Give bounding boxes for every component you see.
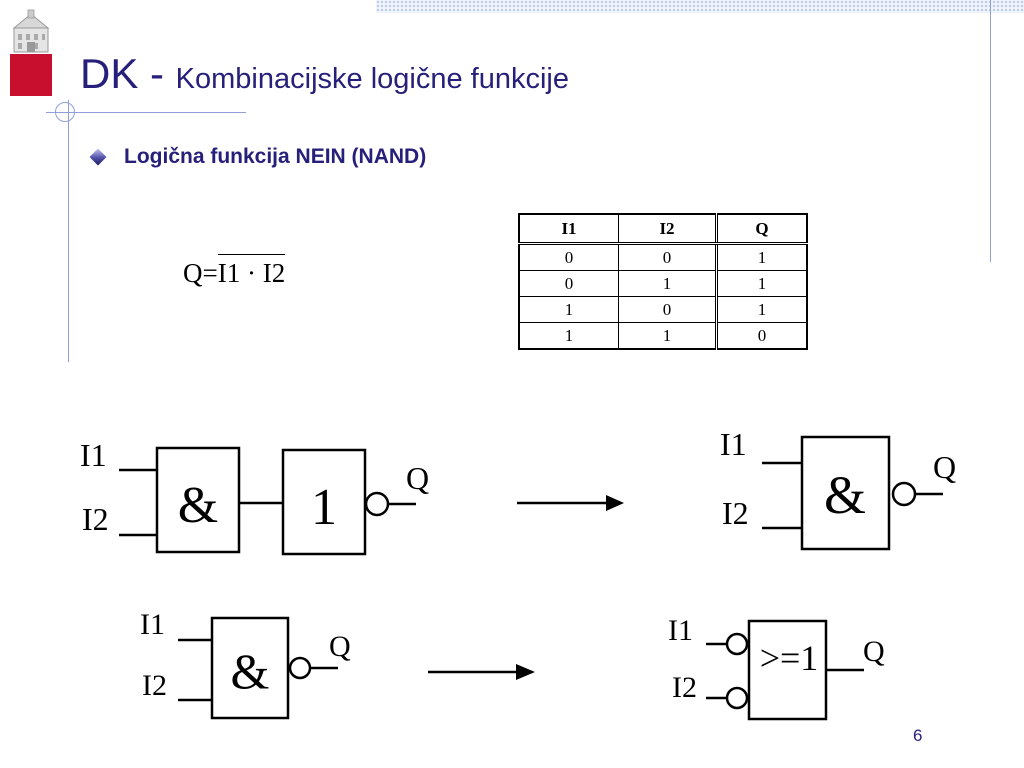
label-i2: I2	[672, 671, 697, 704]
title-main: DK -	[80, 50, 176, 97]
gate-not-symbol: 1	[311, 479, 337, 536]
page-number: 6	[913, 726, 923, 745]
slide-title: DK - Kombinacijske logične funkcije	[80, 50, 569, 98]
formula-eq: =	[202, 258, 218, 288]
table-header-row: I1 I2 Q	[518, 213, 808, 245]
label-q: Q	[933, 449, 956, 485]
decor-line-horizontal	[46, 112, 246, 113]
header-pattern-band	[376, 0, 1024, 13]
decor-line-left	[68, 100, 69, 362]
table-cell: 0	[618, 296, 717, 323]
diagram-nand-small: I1 I2 & Q	[140, 608, 351, 720]
label-q: Q	[329, 630, 351, 663]
bullet-text: Logična funkcija NEIN (NAND)	[124, 145, 427, 168]
table-cell: 0	[618, 243, 717, 271]
arrow-icon	[428, 664, 535, 680]
table-cell: 1	[715, 296, 808, 323]
title-sub: Kombinacijske logične funkcije	[175, 63, 569, 95]
inversion-bubble-i2	[725, 686, 749, 710]
table-row: 0 1 1	[518, 270, 808, 297]
gate-or-symbol: >=1	[760, 638, 819, 678]
decor-line-right	[990, 0, 991, 262]
label-i1: I1	[80, 437, 107, 473]
diagram-nand: I1 I2 & Q	[720, 426, 956, 551]
inversion-bubble	[364, 491, 390, 517]
label-i2: I2	[142, 669, 167, 702]
arrow-icon	[517, 495, 624, 511]
diagram-or-inverted-inputs: I1 I2 >=1 Q	[668, 614, 885, 721]
table-row: 1 1 0	[518, 322, 808, 350]
table-header: I1	[518, 213, 619, 245]
formula-rhs: I1 · I2	[217, 254, 286, 288]
table-cell: 1	[618, 322, 717, 350]
table-cell: 1	[715, 270, 808, 297]
label-i1: I1	[140, 608, 165, 641]
gate-and-symbol: &	[231, 643, 270, 699]
table-cell: 0	[518, 270, 619, 297]
table-cell: 1	[518, 296, 619, 323]
label-i2: I2	[722, 495, 749, 531]
table-cell: 0	[518, 243, 619, 271]
inversion-bubble	[891, 481, 917, 507]
table-cell: 1	[715, 243, 808, 271]
university-logo-icon	[10, 9, 52, 96]
gate-and-symbol: &	[178, 477, 218, 534]
label-i1: I1	[668, 614, 693, 647]
label-q: Q	[406, 460, 429, 496]
label-i2: I2	[82, 501, 109, 537]
decor-circle	[55, 102, 75, 122]
gate-and	[800, 435, 891, 551]
formula-lhs: Q	[183, 258, 203, 288]
diagram-and-not: I1 I2 & 1 Q	[80, 437, 429, 556]
table-cell: 1	[618, 270, 717, 297]
table-row: 0 0 1	[518, 243, 808, 271]
table-row: 1 0 1	[518, 296, 808, 323]
bullet-item: Logična funkcija NEIN (NAND)	[88, 145, 426, 169]
table-cell: 0	[715, 322, 808, 350]
label-i1: I1	[720, 426, 747, 462]
truth-table: I1 I2 Q 0 0 1 0 1 1 1 0 1 1 1 0	[518, 213, 808, 350]
gate-and	[155, 446, 241, 554]
gate-and-symbol: &	[824, 465, 866, 525]
inversion-bubble	[288, 656, 312, 680]
gate-and	[210, 616, 290, 720]
table-header: Q	[715, 213, 808, 245]
nand-formula: Q=I1 · I2	[183, 254, 286, 289]
label-q: Q	[863, 635, 885, 668]
inversion-bubble-i1	[725, 632, 749, 656]
